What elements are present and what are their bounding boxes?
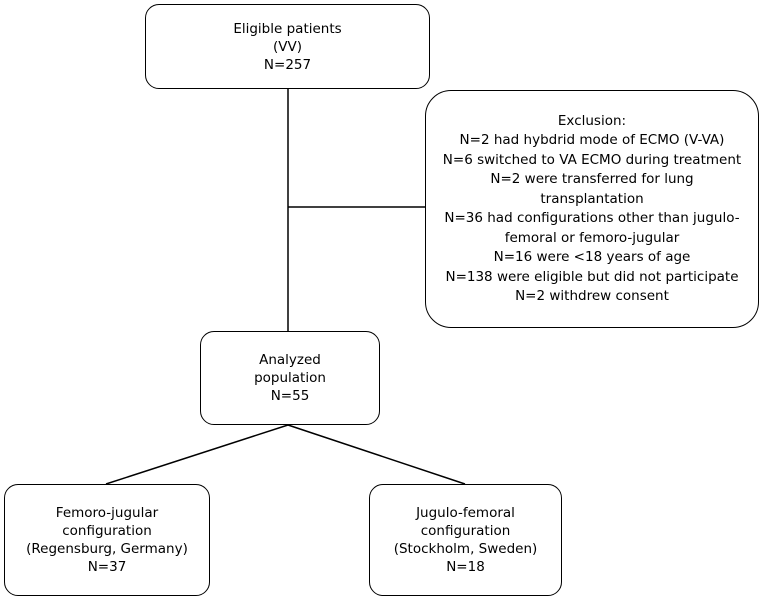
exclusion-line-10: N=2 withdrew consent: [515, 288, 669, 304]
exclusion-line-3: N=6 switched to VA ECMO during treatment: [442, 151, 742, 168]
femoro-line-1: Femoro-jugular: [55, 505, 159, 521]
connector-analyzed-to-jugulo: [287, 424, 466, 485]
exclusion-line-9: N=138 were eligible but did not particip…: [445, 268, 739, 285]
jugulo-line-4: N=18: [446, 559, 485, 575]
exclusion-line-8: N=16 were <18 years of age: [493, 249, 691, 265]
analyzed-line-2: population: [254, 370, 326, 386]
exclusion-box: Exclusion: N=2 had hybdrid mode of ECMO …: [425, 90, 759, 328]
femoro-line-2: configuration: [62, 523, 152, 539]
eligible-line-1: Eligible patients: [233, 20, 342, 37]
exclusion-line-5: transplantation: [540, 190, 644, 207]
femoro-line-3: (Regensburg, Germany): [26, 541, 188, 557]
exclusion-line-7: femoral or femoro-jugular: [504, 229, 680, 246]
exclusion-line-2: N=2 had hybdrid mode of ECMO (V-VA): [459, 132, 725, 148]
exclusion-line-1: Exclusion:: [557, 112, 627, 129]
eligible-patients-box: Eligible patients (VV) N=257: [145, 4, 430, 89]
exclusion-line-6: N=36 had configurations other than jugul…: [444, 210, 740, 226]
connector-analyzed-to-femoro: [105, 424, 289, 485]
jugulo-line-2: configuration: [420, 523, 511, 539]
jugulo-femoral-box: Jugulo-femoral configuration (Stockholm,…: [369, 484, 562, 596]
exclusion-line-4: N=2 were transferred for lung: [490, 171, 694, 187]
eligible-line-2: (VV): [272, 38, 302, 55]
femoro-jugular-box: Femoro-jugular configuration (Regensburg…: [4, 484, 210, 596]
femoro-line-4: N=37: [87, 559, 127, 575]
jugulo-line-1: Jugulo-femoral: [416, 505, 515, 521]
analyzed-line-3: N=55: [270, 388, 310, 404]
analyzed-line-1: Analyzed: [259, 352, 321, 368]
eligible-line-3: N=257: [263, 56, 312, 73]
jugulo-line-3: (Stockholm, Sweden): [393, 541, 538, 557]
analyzed-population-box: Analyzed population N=55: [200, 331, 380, 425]
